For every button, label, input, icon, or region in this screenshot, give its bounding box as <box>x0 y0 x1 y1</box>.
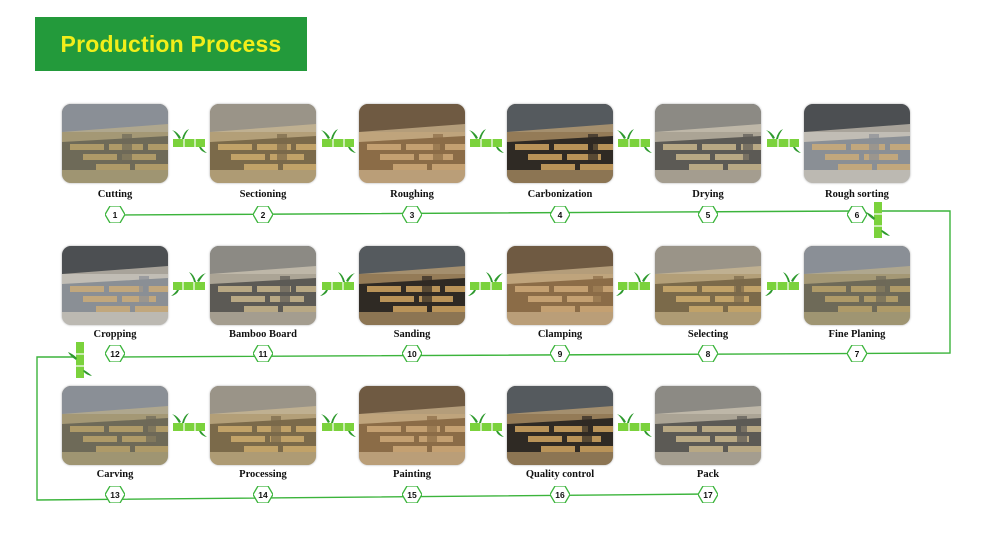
bamboo-arrow-right-icon <box>616 412 652 438</box>
step-label: Painting <box>393 469 431 480</box>
step-number-badge: 10 <box>402 345 422 362</box>
step-label: Sectioning <box>239 189 287 200</box>
step-number-badge: 2 <box>253 206 273 223</box>
bamboo-arrow-left-icon <box>319 271 356 297</box>
photo-fine-planing <box>804 246 910 325</box>
photo-bamboo-board <box>210 246 316 325</box>
photo-rough-sorting <box>804 104 910 183</box>
step-number-badge: 14 <box>253 486 273 503</box>
step-label: Cutting <box>97 189 133 200</box>
step-label: Carbonization <box>527 189 593 200</box>
step-label: Rough sorting <box>825 189 889 200</box>
step-number-badge: 11 <box>253 345 273 362</box>
photo-pack <box>655 386 761 465</box>
photo-selecting <box>655 246 761 325</box>
step-label: Sanding <box>393 329 431 340</box>
bamboo-arrow-right-icon <box>468 128 504 154</box>
step-label: Selecting <box>687 329 729 340</box>
bamboo-arrow-right-icon <box>765 128 801 154</box>
step-number-badge: 16 <box>550 486 570 503</box>
step-label: Processing <box>239 469 287 480</box>
step-label: Carving <box>96 469 134 480</box>
step-number-badge: 12 <box>105 345 125 362</box>
photo-clamping <box>507 246 613 325</box>
photo-cropping <box>62 246 168 325</box>
photo-carbonization <box>507 104 613 183</box>
photo-carving <box>62 386 168 465</box>
bamboo-arrow-right-icon <box>616 128 652 154</box>
step-number-badge: 17 <box>698 486 718 503</box>
step-number-badge: 13 <box>105 486 125 503</box>
photo-painting <box>359 386 465 465</box>
step-number-badge: 8 <box>698 345 718 362</box>
step-number-badge: 9 <box>550 345 570 362</box>
step-label: Pack <box>696 469 720 480</box>
step-label: Roughing <box>390 189 434 200</box>
step-number-badge: 15 <box>402 486 422 503</box>
step-label: Fine Planing <box>828 329 886 340</box>
step-number-badge: 6 <box>847 206 867 223</box>
photo-cutting <box>62 104 168 183</box>
step-number-badge: 3 <box>402 206 422 223</box>
title-banner: Production Process <box>35 17 307 71</box>
photo-sanding <box>359 246 465 325</box>
bamboo-arrow-right-icon <box>171 128 207 154</box>
bamboo-turn-icon <box>866 200 890 245</box>
step-label: Cropping <box>93 329 137 340</box>
bamboo-arrow-left-icon <box>171 271 207 297</box>
photo-processing <box>210 386 316 465</box>
bamboo-arrow-right-icon <box>468 412 504 438</box>
bamboo-turn-icon <box>68 340 92 385</box>
step-label: Clamping <box>537 329 583 340</box>
step-number-badge: 1 <box>105 206 125 223</box>
step-label: Bamboo Board <box>229 329 297 340</box>
step-number-badge: 7 <box>847 345 867 362</box>
photo-quality-control <box>507 386 613 465</box>
photo-sectioning <box>210 104 316 183</box>
step-number-badge: 5 <box>698 206 718 223</box>
step-label: Drying <box>692 189 724 200</box>
step-label: Quality control <box>525 469 595 480</box>
bamboo-arrow-right-icon <box>320 128 356 154</box>
step-number-badge: 4 <box>550 206 570 223</box>
bamboo-arrow-left-icon <box>468 271 504 297</box>
page-title: Production Process <box>60 30 282 57</box>
photo-roughing <box>359 104 465 183</box>
photo-drying <box>655 104 761 183</box>
bamboo-arrow-left-icon <box>616 271 652 297</box>
bamboo-arrow-right-icon <box>320 412 356 438</box>
bamboo-arrow-left-icon <box>764 271 801 297</box>
bamboo-arrow-right-icon <box>171 412 207 438</box>
